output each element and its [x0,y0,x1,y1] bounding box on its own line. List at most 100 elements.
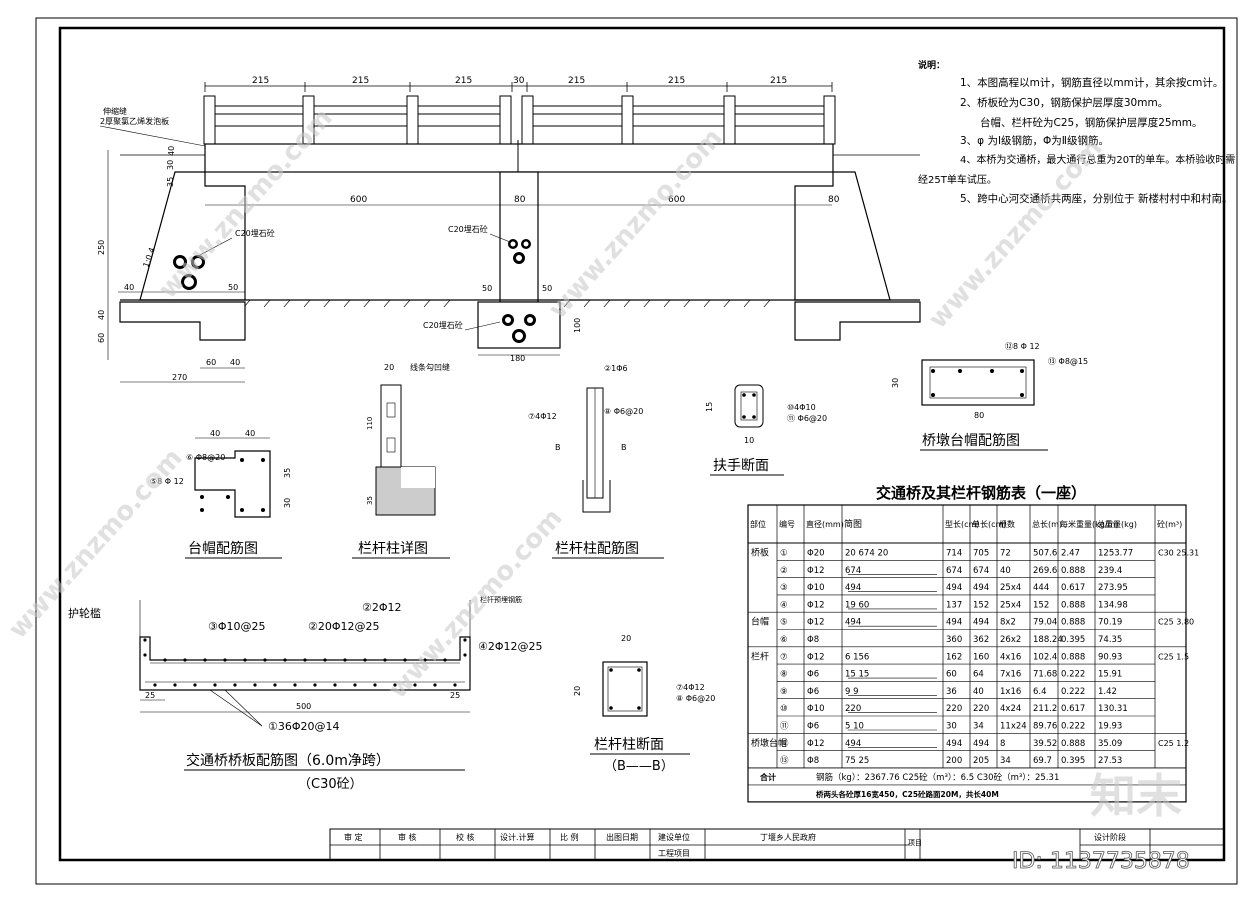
table-cell: 39.52 [1033,739,1057,749]
post-section-b1: B [555,443,561,452]
post-label-a: ②1Φ6 [604,364,628,373]
table-cell: ⑬ [780,756,789,766]
table-title: 交通桥及其栏杆钢筋表（一座） [876,484,1086,502]
masonry-label-left: C20埋石砼 [235,228,275,238]
post-dim-110: 110 [366,417,374,430]
post-dim-20: 20 [384,363,394,372]
post-section-detail: 20 20 ⑦4Φ12 ⑧ Φ6@20 栏杆柱断面 （B——B） [573,634,715,774]
table-cell: 34 [1000,756,1011,766]
table-cell: 102.4 [1033,652,1057,662]
table-header-4: 型长(cm) [945,519,979,529]
top-dim-5: 215 [568,76,585,86]
table-cell: 188.24 [1033,635,1063,645]
table-cell: 19.93 [1098,722,1122,732]
table-cell: 90.93 [1098,652,1122,662]
table-cell: ② [780,566,788,576]
top-dim-7: 215 [770,76,787,86]
table-cell: 栏杆 [751,650,769,662]
table-cell: Φ8 [807,756,819,766]
table-cell: 30 [946,722,957,732]
post-dim-35: 35 [366,496,374,505]
title-block: 审 定 审 核 校 核 设计.计算 比 例 出图日期 建设单位 丁堰乡人民政府 … [329,828,1225,861]
slab-concrete-label: （C30砼） [298,777,363,792]
table-cell: 桥板 [751,547,769,559]
table-cell: 74.35 [1098,635,1122,645]
table-cell: 220 [845,704,861,714]
bottom-dim-40c: 40 [230,358,240,367]
slab-label-b: ②20Φ12@25 [308,620,380,633]
table-cell: 36 [946,687,957,697]
table-cell: 494 [973,739,989,749]
table-cell: 70.19 [1098,618,1122,628]
pier-dim-80: 80 [974,411,984,420]
table-cell: C25 3.80 [1158,618,1194,627]
table-header-3: 简图 [844,518,862,530]
table-cell: 0.395 [1061,756,1085,766]
table-cell: 89.76 [1033,722,1057,732]
table-cell: Φ10 [807,583,825,593]
table-cell: 0.888 [1061,600,1085,610]
table-cell: 40 [973,687,984,697]
table-header-2: 直径(mm) [806,519,844,529]
table-cell: 0.617 [1061,704,1085,714]
pier-dim-30: 30 [891,378,900,388]
tb-owner-name: 丁堰乡人民政府 [760,832,816,842]
post-section-sub: （B——B） [604,759,674,774]
table-cell: Φ12 [807,600,825,610]
bottom-dim-60: 60 [206,358,216,367]
side-dim-40b: 40 [97,310,106,320]
table-cell: 2.47 [1061,549,1080,559]
table-cell: 15.91 [1098,670,1122,680]
tb-project: 项目 [908,839,922,847]
table-cell: 130.31 [1098,704,1128,714]
bottom-dim-40: 40 [124,283,134,292]
table-cell: ④ [780,600,788,610]
table-cell: 360 [946,635,962,645]
rail-anchor-label: 栏杆预埋钢筋 [480,595,522,604]
top-dim-2: 215 [352,76,369,86]
side-dim-40: 40 [167,146,176,156]
watermark-id: ID: 1137735878 [1012,849,1190,874]
table-cell: 273.95 [1098,583,1128,593]
table-cell: 674 [973,566,989,576]
cap-dim-40b: 40 [245,429,255,438]
table-cell: 0.222 [1061,670,1085,680]
table-cell: 160 [973,652,989,662]
table-cell: 4x24 [1000,704,1021,714]
side-dim-100: 100 [573,318,582,333]
side-dim-60: 60 [97,333,106,343]
pier-label-a: ⑫8 Φ 12 [1005,342,1040,351]
table-cell: 8x2 [1000,618,1016,628]
side-dim-35: 35 [166,177,175,187]
table-header-9: 总重量(kg) [1097,519,1137,529]
table-cell: ⑩ [780,704,788,714]
tb-shenhe: 审 核 [398,832,417,842]
table-cell: 269.6 [1033,566,1057,576]
table-cell: 674 [845,566,861,576]
table-cell: ① [780,549,788,559]
table-cell: 239.4 [1098,566,1122,576]
table-cell: 362 [973,635,989,645]
pier-label-b: ⑬ Φ8@15 [1048,357,1088,366]
table-cell: 34 [973,722,984,732]
slab-dim-25b: 25 [450,691,460,700]
table-cell: 1.42 [1098,687,1117,697]
table-cell: 11x24 [1000,722,1027,732]
table-cell: C25 1.5 [1158,652,1189,661]
table-grid: 部位编号直径(mm)简图型长(cm)单长(cm)根数总长(m)每米重量(kg/m… [747,504,1199,803]
table-header-0: 部位 [750,519,766,529]
table-cell: Φ12 [807,618,825,628]
joint-fill-label: 2厚聚氯乙烯发泡板 [100,116,169,126]
span-dim-4: 80 [828,195,840,205]
masonry-label-pier: C20埋石砼 [448,224,488,234]
table-cell: 26x2 [1000,635,1021,645]
table-cell: 6.4 [1033,687,1047,697]
table-cell: 19 60 [845,600,869,610]
cap-dim-35: 35 [283,468,292,478]
hand-label-b: ⑪ Φ6@20 [787,414,827,423]
table-cell: 20 674 20 [845,549,888,559]
table-header-10: 砼(m³) [1157,519,1182,529]
table-cell: Φ12 [807,566,825,576]
table-cell: 40 [1000,566,1011,576]
table-cell: ⑤ [780,618,788,628]
